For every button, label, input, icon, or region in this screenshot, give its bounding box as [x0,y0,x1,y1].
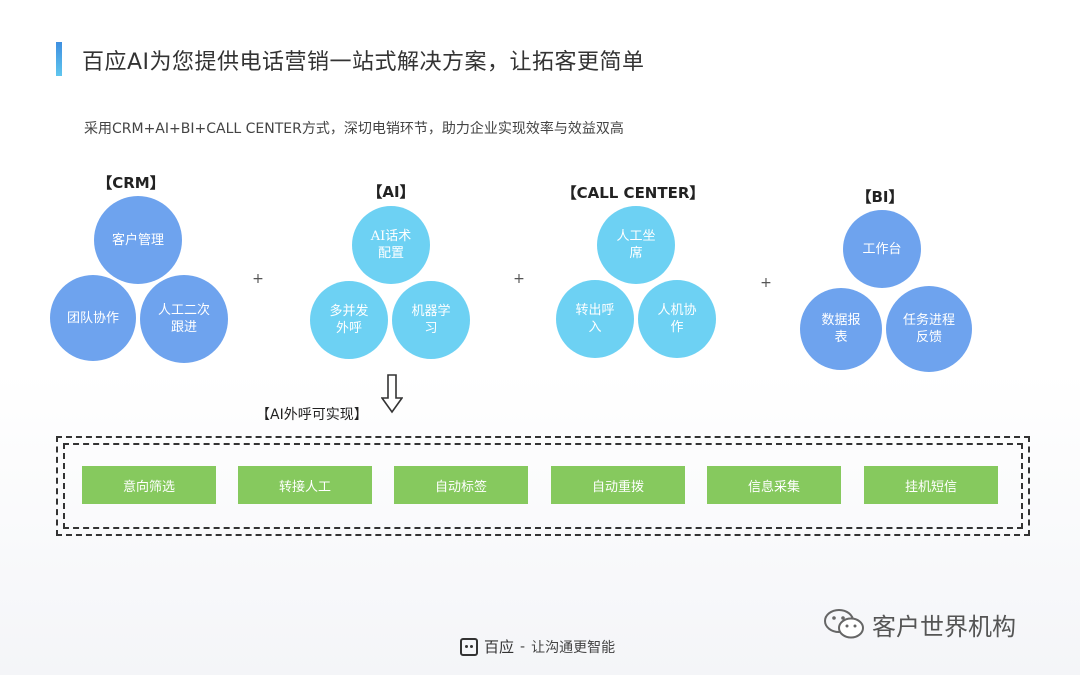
node-crm-manual-followup: 人工二次跟进 [140,275,228,363]
feature-info-collect: 信息采集 [707,466,841,504]
plus-sign-1: + [252,271,264,287]
plus-sign-2: + [513,271,525,287]
group-label-call-center: 【CALL CENTER】 [561,184,705,202]
feature-transfer-manual: 转接人工 [238,466,372,504]
node-crm-customer-management: 客户管理 [94,196,182,284]
node-bi-workbench: 工作台 [843,210,921,288]
watermark: 客户世界机构 [822,606,1016,642]
group-label-bi: 【BI】 [856,188,904,206]
down-arrow-icon [381,374,403,414]
feature-auto-redial: 自动重拨 [551,466,685,504]
node-ai-machine-learning: 机器学习 [392,281,470,359]
footer: 百应 - 让沟通更智能 [460,636,615,657]
node-ai-script-config: AI话术配置 [352,206,430,284]
footer-brand: 百应 [484,638,515,656]
node-bi-data-report: 数据报表 [800,288,882,370]
footer-separator: - [520,638,526,655]
page-subtitle: 采用CRM+AI+BI+CALL CENTER方式，深切电销环节，助力企业实现效… [84,121,624,137]
node-bi-task-feedback: 任务进程反馈 [886,286,972,372]
brand-logo-icon [460,637,478,656]
node-crm-team-collaboration: 团队协作 [50,275,136,361]
group-label-ai: 【AI】 [367,183,415,201]
node-cc-transfer-inbound: 转出呼入 [556,280,634,358]
node-cc-human-machine: 人机协作 [638,280,716,358]
footer-slogan: 让沟通更智能 [531,639,616,656]
wechat-icon [824,609,864,639]
features-outer-border [56,436,1030,536]
feature-auto-tag: 自动标签 [394,466,528,504]
feature-intent-filter: 意向筛选 [82,466,216,504]
plus-sign-3: + [760,275,772,291]
watermark-text: 客户世界机构 [872,612,1016,641]
node-cc-manual-seat: 人工坐席 [597,206,675,284]
feature-hangup-sms: 挂机短信 [864,466,998,504]
features-inner-border [63,443,1023,529]
group-label-crm: 【CRM】 [97,174,165,192]
title-accent-bar [56,42,62,76]
node-ai-concurrent-calls: 多并发外呼 [310,281,388,359]
page-title: 百应AI为您提供电话营销一站式解决方案，让拓客更简单 [82,50,645,75]
implementation-label: 【AI外呼可实现】 [256,407,368,423]
